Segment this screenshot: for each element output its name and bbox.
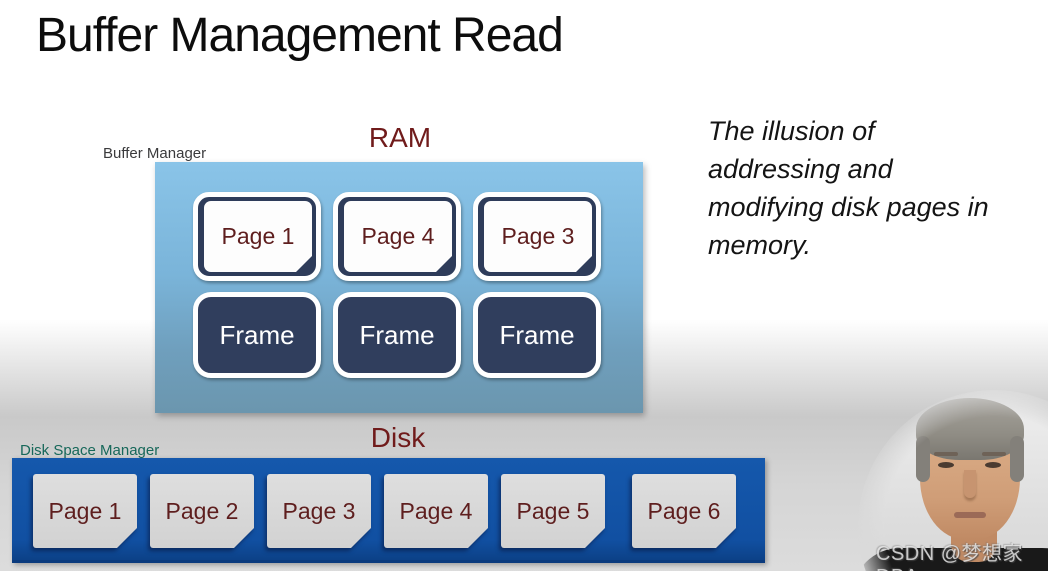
disk-page-1: Page 1: [33, 474, 137, 548]
page-sheet: Page 1: [204, 201, 312, 272]
frame-box-1: Frame: [193, 292, 321, 378]
ram-label: RAM: [368, 122, 432, 153]
frames-row: Frame Frame Frame: [193, 292, 603, 378]
buffer-pool-box: Page 1 Page 4 Page 3 Frame Frame Frame: [155, 162, 643, 413]
page-sheet: Page 3: [484, 201, 592, 272]
frame-box-3: Frame: [473, 292, 601, 378]
watermark: CSDN @梦想家DBA: [876, 543, 1024, 571]
disk-page-wrap: Page 3: [267, 474, 371, 548]
disk-space-manager-label: Disk Space Manager: [20, 442, 160, 459]
disk-page-3: Page 3: [267, 474, 371, 548]
presenter-nose: [964, 470, 976, 498]
disk-label: Disk: [370, 422, 426, 453]
ram-page-label: Page 1: [221, 223, 295, 249]
annotation-text: The illusion of addressing and modifying…: [708, 116, 989, 260]
disk-bar: Page 1 Page 2 Page 3 Page 4 Page 5 Page …: [12, 458, 765, 563]
frame-box-2: Frame: [333, 292, 461, 378]
disk-page-6: Page 6: [632, 474, 736, 548]
page-sheet: Page 4: [344, 201, 452, 272]
disk-page-wrap: Page 4: [384, 474, 488, 548]
disk-page-4: Page 4: [384, 474, 488, 548]
disk-page-wrap: Page 5: [501, 474, 605, 548]
slide-title: Buffer Management Read: [36, 9, 564, 62]
disk-page-5: Page 5: [501, 474, 605, 548]
presenter-hair-side: [1010, 436, 1024, 482]
presenter-shirt: [858, 548, 1048, 571]
disk-page-2: Page 2: [150, 474, 254, 548]
presenter-hair-side: [916, 436, 930, 482]
presenter-eyebrow: [982, 452, 1006, 456]
disk-page-wrap: Page 1: [33, 474, 137, 548]
presenter-mouth: [954, 512, 986, 518]
presenter-hair: [916, 398, 1024, 460]
ram-page-slot-3: Page 3: [473, 192, 601, 281]
disk-page-wrap: Page 6: [632, 474, 736, 548]
ram-page-slot-1: Page 1: [193, 192, 321, 281]
ram-pages-row: Page 1 Page 4 Page 3: [193, 192, 603, 281]
presenter-eye: [985, 462, 1001, 468]
ram-page-label: Page 3: [501, 223, 575, 249]
buffer-manager-label: Buffer Manager: [103, 145, 207, 162]
ram-page-slot-2: Page 4: [333, 192, 461, 281]
ram-page-label: Page 4: [361, 223, 435, 249]
presenter-eye: [938, 462, 954, 468]
presenter-eyebrow: [934, 452, 958, 456]
disk-page-wrap: Page 2: [150, 474, 254, 548]
